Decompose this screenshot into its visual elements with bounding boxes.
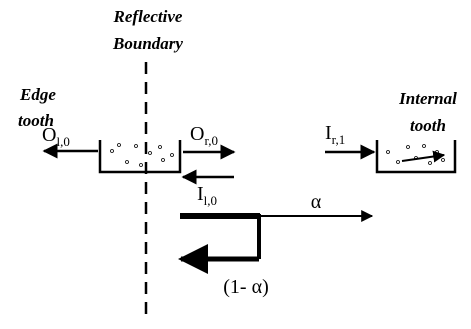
internal-tooth-label-line1: Internal: [398, 89, 457, 108]
internal-tooth-container: [375, 140, 457, 174]
reflective-boundary-label-line2: Boundary: [112, 34, 183, 53]
edge-tooth-label-line1: Edge: [19, 85, 56, 104]
o-l0-label: Ol,0: [42, 124, 70, 149]
edge-tooth-label-line2: tooth: [18, 111, 54, 130]
internal-tooth-motion-arrow: [401, 150, 446, 163]
internal-tooth-label-line2: tooth: [410, 116, 446, 135]
i-l0-label: Il,0: [197, 183, 217, 208]
reflective-boundary-label-line1: Reflective: [113, 7, 183, 26]
i-r1-label-main: I: [325, 122, 332, 144]
edge-tooth-particles: [110, 143, 174, 167]
o-l0-label-sub: l,0: [56, 134, 69, 149]
i-l0-label-main: I: [197, 183, 204, 205]
o-r0-label: Or,0: [190, 123, 218, 148]
o-r0-label-sub: r,0: [204, 133, 218, 148]
alpha-label: α: [311, 191, 322, 213]
i-l0-label-sub: l,0: [204, 193, 217, 208]
internal-tooth-particles: [386, 144, 445, 165]
one-minus-alpha-label: (1- α): [223, 276, 268, 298]
o-l0-label-main: O: [42, 124, 56, 146]
i-r1-label-sub: r,1: [332, 132, 346, 147]
o-r0-label-main: O: [190, 123, 204, 145]
i-r1-label: Ir,1: [325, 122, 345, 147]
edge-tooth-container: [98, 140, 182, 174]
